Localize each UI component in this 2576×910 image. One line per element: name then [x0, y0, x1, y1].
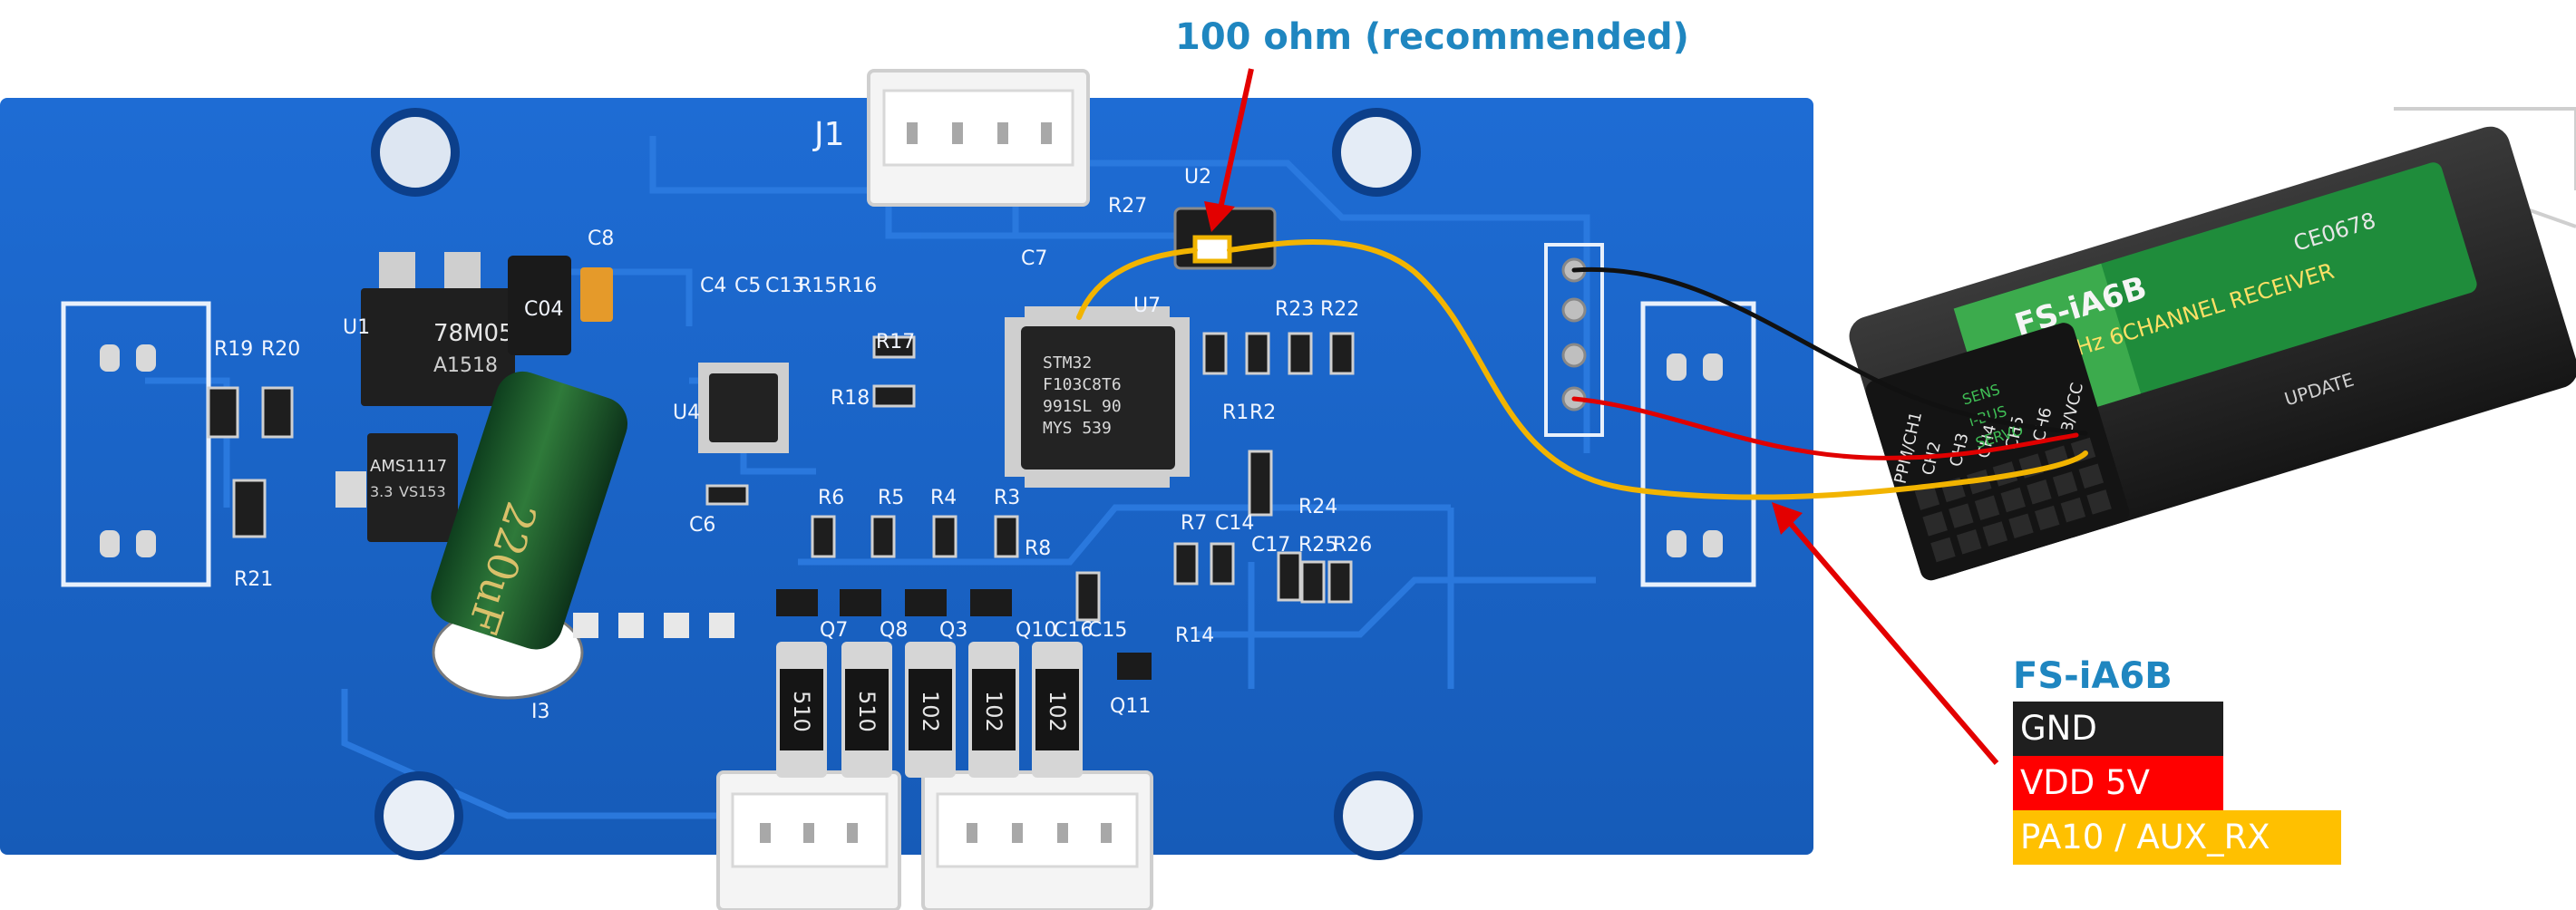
silk-label-r22: R22 — [1320, 298, 1359, 321]
silk-label-r3: R3 — [994, 487, 1020, 509]
silk-label-u2: U2 — [1184, 166, 1211, 189]
silk-label-r1: R1 — [1222, 402, 1249, 424]
svg-text:F103C8T6: F103C8T6 — [1043, 375, 1122, 394]
silk-label-u1: U1 — [343, 316, 370, 339]
resistor-annotation: 100 ohm (recommended) — [1175, 16, 1689, 58]
wire-signal-to-mcu — [1076, 247, 1198, 320]
silk-label-r5: R5 — [878, 487, 904, 509]
receiver-pin — [2086, 489, 2112, 515]
silk-label-r25: R25 — [1298, 534, 1337, 557]
silk-label-q3: Q3 — [939, 619, 967, 642]
connector-bottom-right — [921, 770, 1153, 910]
svg-text:102: 102 — [981, 691, 1006, 732]
mcu-stm32: STM32 F103C8T6 991SL 90 MYS 539 — [1005, 306, 1190, 488]
receiver-pin — [1956, 529, 1982, 555]
legend-title: FS-iA6B — [2013, 655, 2173, 697]
silk-label-r17: R17 — [876, 331, 915, 353]
receiver-pin — [1982, 521, 2008, 547]
silk-label-r18: R18 — [831, 387, 870, 410]
silk-label-q7: Q7 — [820, 619, 848, 642]
wire-vdd — [1571, 396, 2079, 460]
mounting-holes — [371, 108, 1423, 860]
silk-label-q10: Q10 — [1016, 619, 1056, 642]
wiring-legend: FS-iA6B GND VDD 5V PA10 / AUX_RX — [2013, 651, 2357, 865]
silk-label-c13: C13 — [765, 275, 804, 297]
silk-label-r15: R15 — [798, 275, 837, 297]
svg-text:A1518: A1518 — [433, 354, 498, 377]
wire-gnd — [1571, 266, 2088, 436]
silk-label-q8: Q8 — [880, 619, 908, 642]
silk-label-c6: C6 — [689, 514, 715, 537]
silk-label-r23: R23 — [1275, 298, 1314, 321]
silk-label-r20: R20 — [261, 338, 300, 361]
receiver-fs-ia6b: FS-iA6B 2.4GHz 6CHANNEL RECEIVER CE0678 … — [1849, 107, 2576, 581]
ldo-ams1117: AMS1117 3.3 VS153 — [335, 433, 458, 542]
silk-label-r16: R16 — [838, 275, 877, 297]
svg-text:991SL 90: 991SL 90 — [1043, 397, 1122, 416]
chip-u4 — [698, 363, 789, 453]
receiver-pin — [2034, 505, 2060, 531]
silk-label-c7: C7 — [1021, 247, 1047, 270]
legend-row-gnd: GND — [2013, 702, 2223, 756]
receiver-pin — [1949, 503, 1974, 528]
silk-label-i3: I3 — [531, 701, 550, 723]
silk-label-r4: R4 — [930, 487, 957, 509]
svg-text:STM32: STM32 — [1043, 353, 1092, 373]
receiver-pin — [2060, 497, 2086, 523]
svg-text:3.3: 3.3 — [370, 483, 393, 500]
wire-signal — [1227, 238, 2088, 500]
silk-label-r8: R8 — [1025, 537, 1051, 560]
silk-label-r2: R2 — [1249, 402, 1276, 424]
receiver-pin — [1922, 511, 1948, 537]
silk-label-u7: U7 — [1133, 295, 1161, 317]
recommended-resistor — [1173, 207, 1277, 270]
receiver-pin — [2052, 471, 2078, 497]
receiver-pin — [1930, 537, 1956, 563]
annotation-arrows — [1204, 68, 1999, 765]
connector-j1 — [867, 69, 1090, 207]
svg-text:78M05: 78M05 — [433, 320, 514, 347]
silk-label-c14: C14 — [1215, 512, 1254, 535]
regulator-78m05: 78M05 A1518 — [361, 252, 515, 406]
silk-label-u4: U4 — [673, 402, 700, 424]
power-resistors: 510 510 102 102 102 — [776, 642, 1083, 778]
receiver-pin — [1914, 485, 1940, 510]
capacitor-220uf: 220uF — [431, 371, 628, 700]
silk-label-r6: R6 — [818, 487, 844, 509]
receiver-pin — [2000, 487, 2026, 513]
silk-label-c5: C5 — [734, 275, 761, 297]
svg-text:102: 102 — [1045, 691, 1070, 732]
silk-label-r19: R19 — [214, 338, 253, 361]
svg-text:102: 102 — [918, 691, 943, 732]
wires — [1076, 238, 2088, 500]
silk-label-c16: C16 — [1054, 619, 1093, 642]
svg-text:AMS1117: AMS1117 — [370, 457, 447, 476]
silk-label-c4: C4 — [700, 275, 726, 297]
silk-label-c17: C17 — [1251, 534, 1290, 557]
legend-row-pa10: PA10 / AUX_RX — [2013, 810, 2341, 865]
svg-text:MYS 539: MYS 539 — [1043, 419, 1112, 438]
silk-label-r14: R14 — [1175, 624, 1214, 647]
receiver-pin — [2078, 463, 2105, 489]
connector-bottom-left — [716, 770, 901, 910]
silk-label-r21: R21 — [234, 568, 273, 591]
svg-text:510: 510 — [854, 691, 880, 732]
receiver-pin — [1974, 495, 2000, 521]
silk-label-c04: C04 — [524, 298, 563, 321]
silk-label-r27: R27 — [1108, 195, 1147, 218]
receiver-pin — [2008, 513, 2034, 538]
svg-text:VS153: VS153 — [399, 483, 446, 500]
silk-label-c15: C15 — [1088, 619, 1127, 642]
silk-label-r26: R26 — [1333, 534, 1372, 557]
legend-row-vdd: VDD 5V — [2013, 756, 2223, 810]
silk-label-r24: R24 — [1298, 496, 1337, 518]
silk-label-c8: C8 — [588, 228, 614, 250]
silk-label-q11: Q11 — [1110, 695, 1151, 718]
receiver-pin — [2027, 479, 2052, 505]
svg-text:510: 510 — [789, 691, 814, 732]
label-j1: J1 — [812, 116, 845, 153]
silk-label-r7: R7 — [1181, 512, 1207, 535]
